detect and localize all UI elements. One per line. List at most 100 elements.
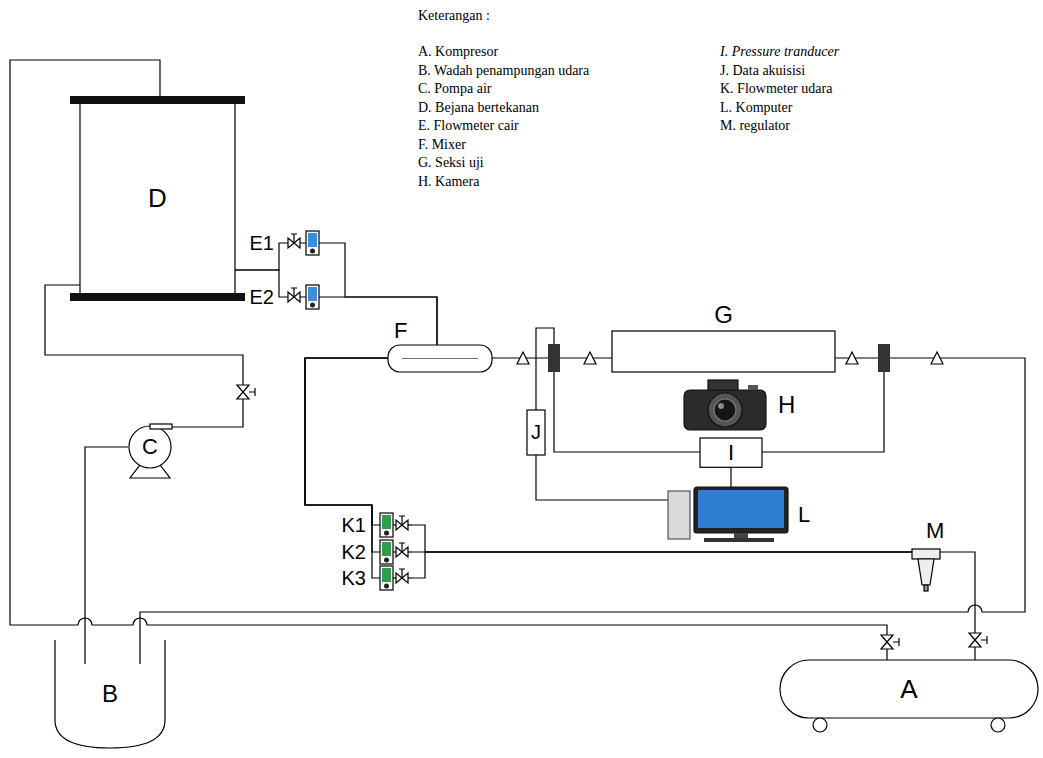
legend-entry: B. Wadah penampungan udara bbox=[418, 63, 589, 79]
regulator-bowl bbox=[918, 559, 934, 585]
pipe-line bbox=[412, 552, 912, 578]
signal-wire bbox=[762, 372, 884, 452]
pipe-line bbox=[140, 358, 1025, 640]
regulator-drain bbox=[924, 585, 928, 591]
tank-pipe bbox=[85, 640, 140, 664]
air-tank: B bbox=[55, 640, 165, 748]
pipe-line bbox=[45, 285, 243, 427]
flowmeter-float bbox=[384, 531, 389, 536]
camera: H bbox=[680, 378, 770, 432]
flowmeter-float bbox=[310, 249, 315, 254]
node-letter: E1 bbox=[250, 232, 274, 255]
tank-wall bbox=[55, 640, 165, 748]
air-flowmeter-shape bbox=[380, 566, 412, 590]
legend-entry: H. Kamera bbox=[418, 174, 479, 190]
camera-shape bbox=[680, 378, 770, 432]
node-letter: J bbox=[531, 421, 541, 444]
pipe-line bbox=[730, 468, 731, 487]
valve-handle bbox=[399, 543, 405, 552]
legend-entry: D. Bejana bertekanan bbox=[418, 100, 539, 116]
flowmeter-scale bbox=[382, 515, 391, 529]
pipe-line bbox=[940, 552, 975, 660]
camera-button bbox=[748, 385, 758, 390]
flowmeter-tube bbox=[306, 285, 319, 309]
lens-highlight bbox=[718, 403, 724, 409]
node-letter: H bbox=[778, 391, 795, 419]
pipe-line bbox=[412, 525, 912, 552]
valve-handle bbox=[291, 234, 297, 243]
legend-entry: K. Flowmeter udara bbox=[720, 81, 832, 97]
pump-casing bbox=[129, 426, 171, 468]
pipe-support bbox=[517, 352, 529, 364]
legend-entry: G. Seksi uji bbox=[418, 155, 484, 171]
compressor: A bbox=[780, 660, 1038, 720]
valve-handle bbox=[399, 569, 405, 578]
monitor-frame bbox=[694, 487, 788, 533]
node-letter: F bbox=[394, 318, 407, 343]
node-letter: D bbox=[148, 184, 167, 214]
liquid-flowmeter-shape bbox=[284, 285, 322, 309]
valve-handle bbox=[399, 516, 405, 525]
air-flowmeter-shape bbox=[380, 513, 412, 537]
liquid-flowmeter: E1 bbox=[284, 231, 322, 255]
liquid-flowmeter: E2 bbox=[284, 285, 322, 309]
compressor-wheel bbox=[991, 718, 1005, 732]
pipe-line bbox=[305, 358, 388, 525]
pressure-vessel: D bbox=[80, 100, 235, 297]
mixer-body bbox=[388, 345, 492, 372]
legend-entry: A. Kompresor bbox=[418, 44, 498, 60]
valve bbox=[881, 635, 893, 649]
vessel-body bbox=[80, 100, 235, 297]
pressure-transducer: I bbox=[700, 438, 762, 467]
pipe-line bbox=[10, 60, 887, 660]
legend-entry: J. Data akuisisi bbox=[720, 63, 805, 79]
computer: L bbox=[668, 487, 790, 542]
pressure-tap bbox=[548, 344, 560, 372]
legend-entry: F. Mixer bbox=[418, 137, 466, 153]
flowmeter-tube bbox=[306, 231, 319, 255]
camera-body bbox=[684, 390, 766, 430]
test-section-shape bbox=[612, 331, 835, 372]
flowmeter-tube bbox=[380, 513, 393, 537]
computer-shape bbox=[668, 487, 790, 542]
box-outline bbox=[527, 410, 545, 455]
valve bbox=[237, 385, 249, 399]
flowmeter-float bbox=[310, 303, 315, 308]
pump-outlet bbox=[150, 424, 172, 429]
air-flowmeter: K3 bbox=[380, 566, 412, 590]
valve-handle bbox=[981, 636, 987, 644]
water-pump: C bbox=[128, 426, 172, 468]
node-letter: K2 bbox=[342, 541, 366, 564]
pc-tower bbox=[668, 491, 690, 539]
pipe-line bbox=[85, 447, 128, 640]
flowmeter-float bbox=[384, 558, 389, 563]
mixer-shape bbox=[388, 345, 492, 372]
keyboard bbox=[704, 538, 774, 542]
node-letter: C bbox=[142, 434, 158, 459]
valve-handle bbox=[291, 288, 297, 297]
compressor-tank bbox=[780, 660, 1038, 718]
pipe-line bbox=[536, 455, 668, 500]
flowmeter-scale bbox=[382, 542, 391, 556]
valve bbox=[969, 633, 981, 647]
camera-lens-glass bbox=[714, 399, 736, 421]
daq-box: J bbox=[527, 410, 545, 455]
legend-entry: I. Pressure tranducer bbox=[720, 44, 839, 60]
pipe-support bbox=[931, 352, 943, 364]
signal-wire bbox=[554, 372, 700, 452]
mixer-baffle bbox=[402, 358, 478, 359]
pipe-support bbox=[584, 352, 596, 364]
valve-handle bbox=[893, 638, 899, 646]
regulator-shape bbox=[912, 545, 940, 592]
regulator: M bbox=[912, 545, 940, 592]
flowmeter-scale bbox=[308, 233, 317, 247]
node-letter: L bbox=[798, 502, 810, 527]
flowmeter-scale bbox=[308, 287, 317, 301]
pipe-support bbox=[846, 352, 858, 364]
legend-entry: L. Komputer bbox=[720, 100, 792, 116]
valve-handle bbox=[249, 388, 255, 396]
node-letter: G bbox=[714, 301, 733, 329]
air-flowmeter: K2 bbox=[380, 540, 412, 564]
